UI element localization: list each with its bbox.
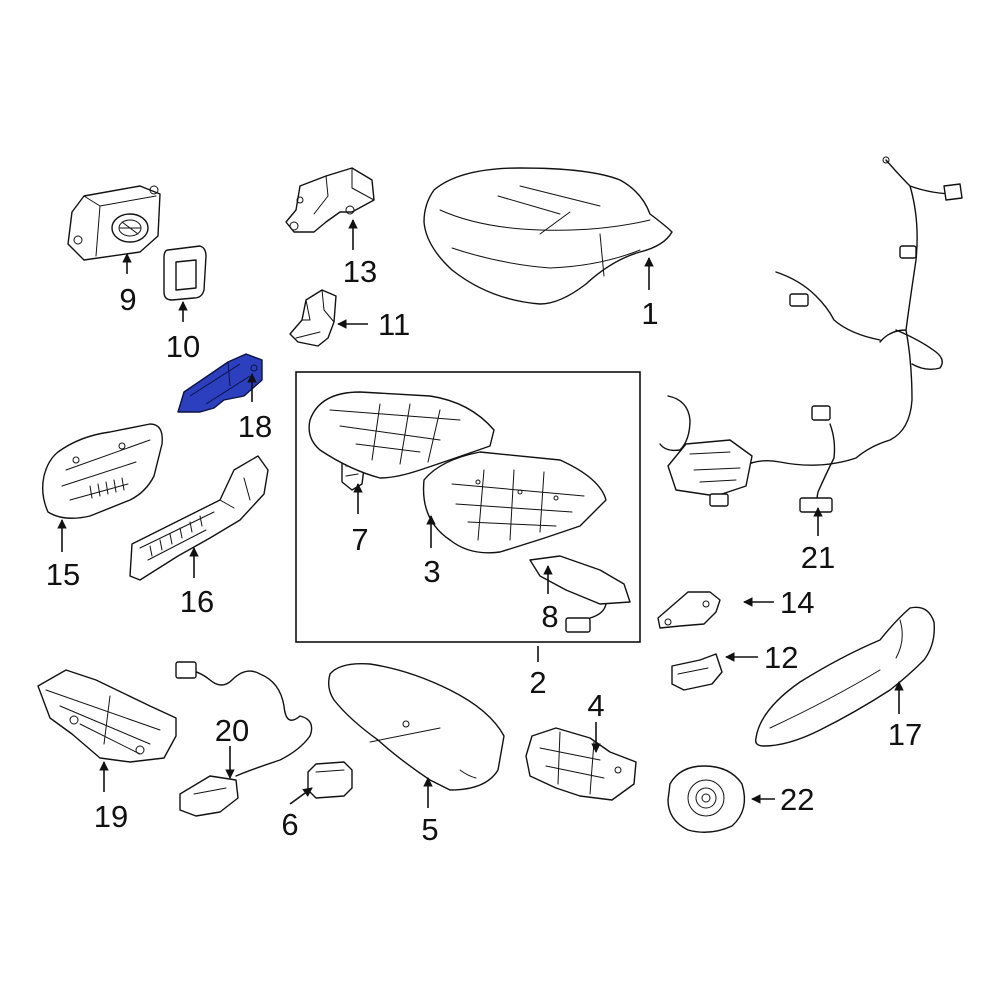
callout-22: 22: [780, 782, 814, 817]
part-2-group-box: [295, 371, 641, 643]
part-10-knob-cap[interactable]: [163, 245, 207, 301]
part-17-side-trim[interactable]: [754, 606, 935, 747]
part-11-clip[interactable]: [289, 289, 337, 347]
callout-2: 2: [529, 665, 546, 700]
part-6-switch[interactable]: [307, 761, 353, 799]
part-5-heater-mat[interactable]: [327, 663, 505, 791]
part-15-side-shield[interactable]: [41, 423, 163, 519]
callout-18: 18: [238, 409, 272, 444]
leader-lines: [57, 219, 904, 808]
callout-21: 21: [801, 540, 835, 575]
part-1-seat-cushion[interactable]: [423, 167, 673, 305]
callout-7: 7: [351, 522, 368, 557]
part-22-motor[interactable]: [667, 765, 746, 833]
part-4-adjuster[interactable]: [525, 727, 637, 801]
part-16-inner-shield[interactable]: [129, 455, 269, 581]
callout-15: 15: [46, 557, 80, 592]
callout-17: 17: [888, 717, 922, 752]
part-20-wire-harness[interactable]: [175, 661, 313, 817]
part-19-seat-track[interactable]: [37, 669, 177, 763]
callout-12: 12: [764, 640, 798, 675]
callout-11: 11: [378, 307, 410, 342]
callout-19: 19: [94, 799, 128, 834]
part-12-clip[interactable]: [671, 653, 723, 691]
callout-labels: 9 10 13 11 1 18 21 15 16 7 3 8 2 14 12 1…: [46, 254, 922, 847]
part-18-highlighted-bracket[interactable]: [177, 353, 263, 413]
callout-6: 6: [281, 807, 298, 842]
callout-14: 14: [780, 585, 814, 620]
callout-13: 13: [343, 254, 377, 289]
part-8-sensor-wire[interactable]: [529, 555, 631, 633]
callout-3: 3: [423, 554, 440, 589]
callout-9: 9: [119, 282, 136, 317]
part-21-wiring-harness[interactable]: [659, 156, 963, 513]
callout-1: 1: [641, 296, 658, 331]
callout-4: 4: [587, 688, 604, 723]
callout-8: 8: [541, 599, 558, 634]
part-14-bracket[interactable]: [657, 591, 721, 629]
part-2-seat-frame[interactable]: [308, 391, 495, 479]
part-3-seat-pan[interactable]: [422, 451, 607, 554]
callout-16: 16: [180, 584, 214, 619]
callout-10: 10: [166, 329, 200, 364]
part-13-bracket[interactable]: [285, 167, 375, 233]
callout-5: 5: [421, 812, 438, 847]
callout-20: 20: [215, 713, 249, 748]
part-9-seat-switch[interactable]: [67, 185, 161, 261]
